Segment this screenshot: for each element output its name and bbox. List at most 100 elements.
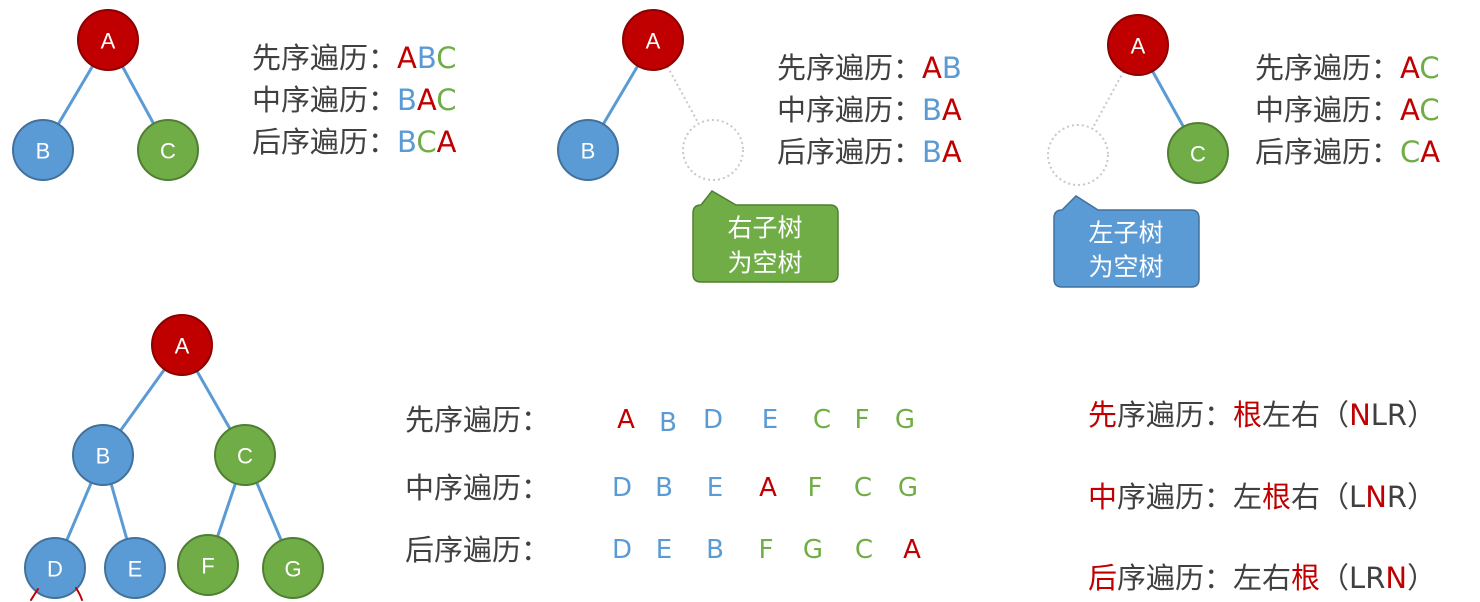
traversal-label: 中序遍历： <box>1255 93 1401 127</box>
node-a-label: A <box>101 29 116 54</box>
sequence-letter: A <box>416 83 437 117</box>
sequence-letter: C <box>1400 135 1421 169</box>
callout-line-2: 为空树 <box>1088 253 1163 282</box>
node-b: B <box>12 119 74 181</box>
sequence-letter: B <box>397 125 417 159</box>
preorder-row: 先序遍历：AC <box>1255 47 1440 89</box>
postorder-letter: C <box>854 535 874 565</box>
sequence-letter: B <box>416 41 437 75</box>
traversal-label: 中序遍历： <box>252 83 398 117</box>
inorder-letter: D <box>611 473 633 503</box>
annotation-stroke-left <box>30 588 39 601</box>
sequence-letter: B <box>922 135 942 169</box>
node-c: C <box>1167 122 1229 184</box>
rule-part: 右（L <box>1291 480 1366 514</box>
tree-no-left: A C 左子树 为空树 <box>1047 14 1229 288</box>
inorder-letter: F <box>807 473 823 503</box>
rule-part: 根 <box>1233 398 1263 432</box>
sequence-letter: C <box>416 125 437 159</box>
sequence-letter: C <box>1419 51 1440 85</box>
node-a: A <box>77 9 139 71</box>
node-e: E <box>104 537 166 599</box>
traversal-label: 后序遍历： <box>252 125 398 159</box>
inorder-label: 中序遍历： <box>405 471 551 505</box>
empty-left-node <box>1047 124 1109 186</box>
preorder-letter: F <box>854 405 870 435</box>
inorder-row: 中序遍历：BAC <box>252 79 457 121</box>
sequence-letter: C <box>1419 93 1440 127</box>
node-b-label: B <box>96 444 111 469</box>
node-b: B <box>72 424 134 486</box>
node-c-label: C <box>1190 142 1206 167</box>
rule-part: 中 <box>1088 480 1118 514</box>
node-c: C <box>137 119 199 181</box>
rule-part: 先 <box>1088 398 1118 432</box>
node-b-label: B <box>581 139 596 164</box>
node-a-label: A <box>1131 34 1146 59</box>
traversal-label: 后序遍历： <box>1255 135 1401 169</box>
callout-line-1: 左子树 <box>1088 219 1163 248</box>
node-b: B <box>557 119 619 181</box>
postorder-letter: F <box>758 535 774 565</box>
node-b-circle <box>72 424 134 486</box>
node-a: A <box>622 9 684 71</box>
node-d-circle <box>24 537 86 599</box>
rule-part: 序遍历： <box>1117 398 1234 432</box>
node-a-label: A <box>646 29 661 54</box>
rule-part: N <box>1349 398 1371 432</box>
sequence-letter: A <box>1420 135 1441 169</box>
postorder-letter: E <box>655 535 673 565</box>
postorder-letter: D <box>611 535 633 565</box>
preorder-letter: A <box>617 405 635 435</box>
sequence-letter: A <box>1400 93 1420 127</box>
sequence-letter: A <box>922 51 942 85</box>
sequence-letter: A <box>941 93 962 127</box>
sequence-letter: B <box>922 93 942 127</box>
node-c: C <box>214 424 276 486</box>
node-g: G <box>262 537 324 599</box>
node-a-circle <box>77 9 139 71</box>
annotation-stroke-right <box>75 587 83 601</box>
rule-part: R） <box>1386 480 1437 514</box>
traversal-label: 先序遍历： <box>1255 51 1401 85</box>
tree-full: A B C <box>12 9 199 181</box>
tree-large: A B C D E F G <box>24 314 324 601</box>
postorder-row: 后序遍历：BA <box>777 131 962 173</box>
callout-line-1: 右子树 <box>727 214 802 243</box>
node-c-circle <box>137 119 199 181</box>
node-e-circle <box>104 537 166 599</box>
sequence-letter: C <box>436 41 457 75</box>
rule-part: LR） <box>1370 398 1437 432</box>
traversal-label: 先序遍历： <box>777 51 923 85</box>
rule-part: 后 <box>1088 561 1118 595</box>
sequence-letter: C <box>436 83 457 117</box>
node-f: F <box>177 534 239 596</box>
preorder-letter: B <box>659 408 677 438</box>
node-a: A <box>1107 14 1169 76</box>
rule-part: 根 <box>1262 480 1292 514</box>
preorder-row: 先序遍历：AB <box>777 47 962 89</box>
postorder-letter: A <box>903 535 921 565</box>
node-f-label: F <box>201 554 214 579</box>
node-c-circle <box>1167 122 1229 184</box>
node-c-label: C <box>160 139 176 164</box>
traversal-label: 中序遍历： <box>777 93 923 127</box>
postorder-row: 后序遍历：CA <box>1255 131 1440 173</box>
preorder-row: 先序遍历：ABC <box>252 37 457 79</box>
sequence-letter: A <box>436 125 457 159</box>
postorder-row: 后序遍历：BCA <box>252 121 457 163</box>
rule-part: ） <box>1407 561 1437 595</box>
rule-part: （LR <box>1320 561 1386 595</box>
postorder-label: 后序遍历： <box>405 533 551 567</box>
inorder-row: 中序遍历：BA <box>777 89 962 131</box>
node-a: A <box>151 314 213 376</box>
node-b-circle <box>12 119 74 181</box>
node-c-label: C <box>237 444 253 469</box>
node-d: D <box>24 537 86 599</box>
callout-bubble <box>692 190 839 283</box>
postorder-letter: B <box>706 535 724 565</box>
preorder-letter: C <box>812 405 832 435</box>
inorder-letter: B <box>655 473 673 503</box>
node-e-label: E <box>128 557 143 582</box>
